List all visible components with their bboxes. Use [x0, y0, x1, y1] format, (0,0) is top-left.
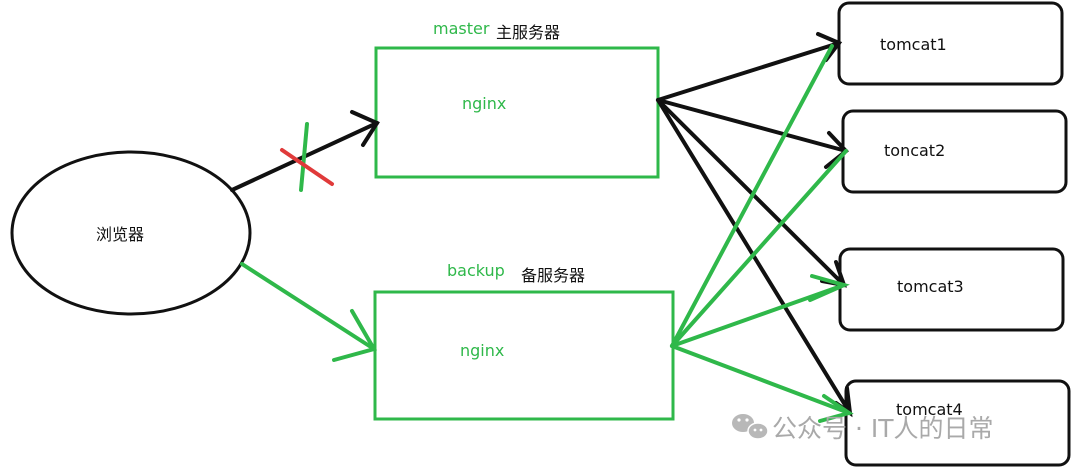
tomcat-node-4: tomcat4	[844, 379, 1071, 467]
browser-node: 浏览器	[10, 150, 252, 316]
tomcat-label-3: tomcat3	[897, 277, 964, 296]
backup-title-label: 备服务器	[521, 266, 585, 285]
tomcat-node-2: toncat2	[841, 109, 1068, 194]
master-server: master 主服务器 nginx	[374, 19, 660, 179]
tomcat-node-3: tomcat3	[838, 247, 1065, 332]
master-title-label: 主服务器	[496, 23, 560, 42]
wechat-icon	[732, 414, 769, 440]
browser-label: 浏览器	[96, 225, 144, 244]
backup-role-label: backup	[447, 261, 505, 280]
backup-server: backup 备服务器 nginx	[373, 261, 675, 421]
browser-to-backup-arrow	[240, 262, 378, 362]
tomcat-label-2: toncat2	[884, 141, 945, 160]
master-to-tomcat-arrows	[656, 32, 853, 418]
backup-nginx-label: nginx	[460, 341, 504, 360]
backup-to-tomcat-arrows	[670, 44, 854, 423]
tomcat-label-1: tomcat1	[880, 35, 947, 54]
failed-cross-mark	[280, 122, 334, 192]
tomcat-node-1: tomcat1	[837, 1, 1064, 86]
watermark-text: 公众号 · IT人的日常	[772, 414, 994, 443]
watermark: 公众号 · IT人的日常	[732, 414, 994, 443]
master-nginx-label: nginx	[462, 94, 506, 113]
tomcat-label-4: tomcat4	[896, 400, 963, 419]
master-role-label: master	[433, 19, 490, 38]
